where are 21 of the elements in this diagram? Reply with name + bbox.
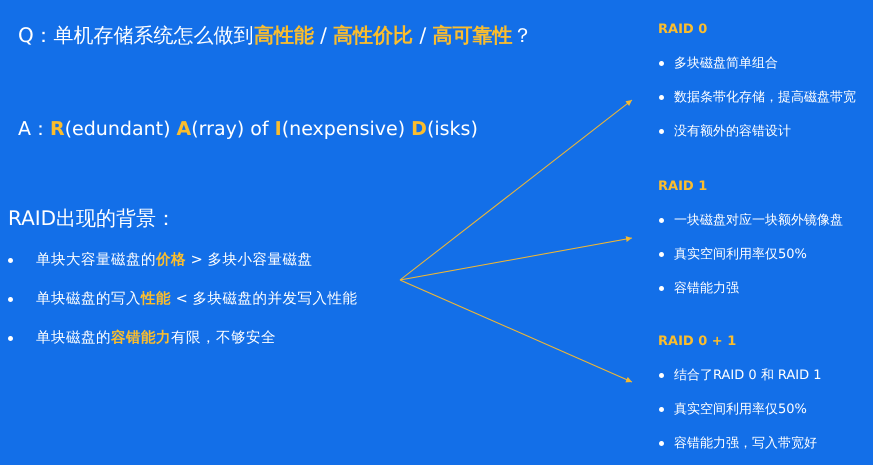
- arrow: [400, 100, 632, 280]
- bullet-item: 容错能力强，写入带宽好: [674, 435, 817, 452]
- bullet-item: 一块磁盘对应一块额外镜像盘: [674, 212, 843, 229]
- bullet-item: 单块磁盘的容错能力有限，不够安全: [36, 328, 276, 347]
- bullet-item: 单块磁盘的写入性能 < 多块磁盘的并发写入性能: [36, 290, 358, 308]
- section-heading: RAID出现的背景：: [8, 205, 176, 232]
- arrow: [400, 236, 632, 280]
- bullet-item: 多块磁盘简单组合: [674, 55, 778, 72]
- bullet-item: 结合了RAID 0 和 RAID 1: [674, 367, 822, 384]
- section-heading: RAID 0: [658, 22, 708, 37]
- section-heading: RAID 1: [658, 179, 708, 194]
- bullet-item: 真实空间利用率仅50%: [674, 246, 807, 263]
- bullet-item: 数据条带化存储，提高磁盘带宽: [674, 89, 856, 106]
- bullet-item: 容错能力强: [674, 280, 739, 297]
- answer-text: A：R(edundant) A(rray) of I(nexpensive) D(isks): [18, 117, 478, 142]
- bullet-item: 单块大容量磁盘的价格 > 多块小容量磁盘: [36, 250, 312, 269]
- question-text: Q：单机存储系统怎么做到高性能 / 高性价比 / 高可靠性？: [18, 22, 533, 49]
- bullet-item: 真实空间利用率仅50%: [674, 401, 807, 418]
- arrow: [400, 280, 632, 382]
- bullet-item: 没有额外的容错设计: [674, 123, 791, 140]
- section-heading: RAID 0 + 1: [658, 334, 736, 349]
